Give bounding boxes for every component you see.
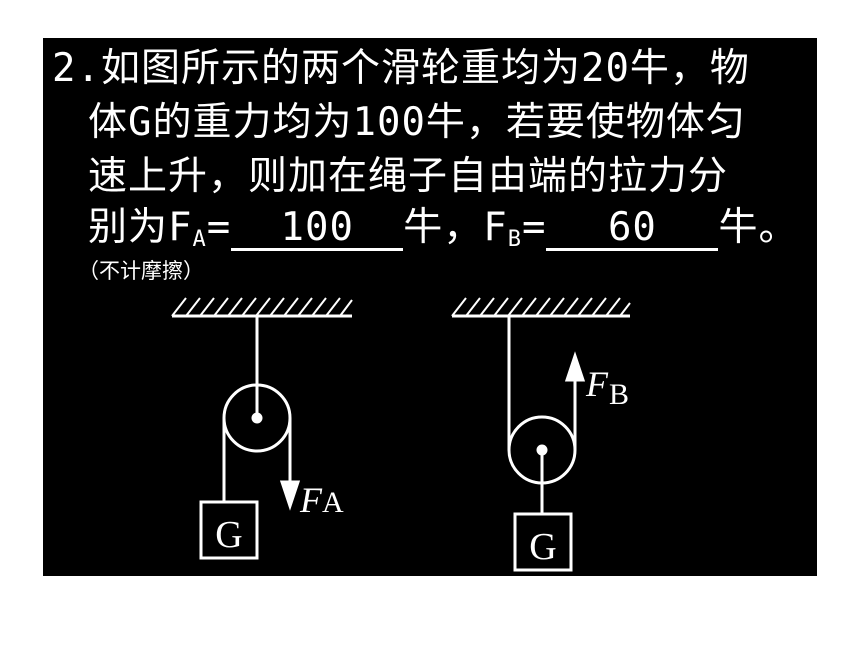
- answer-b-blank: 60: [546, 208, 719, 251]
- ceiling-a-hatching: [171, 297, 353, 317]
- friction-note: （不计摩擦）: [78, 259, 204, 283]
- fa-subscript: A: [192, 227, 207, 252]
- question-line-1: 2.如图所示的两个滑轮重均为20牛，物: [52, 46, 750, 91]
- figure-a-fixed-pulley: [171, 297, 353, 560]
- arrow-fb: [564, 351, 586, 382]
- question-line-2: 体G的重力均为100牛，若要使物体匀: [88, 100, 746, 145]
- arrow-fa: [279, 480, 301, 511]
- ceiling-b-hatching: [451, 297, 631, 317]
- fb-subscript: B: [507, 227, 522, 252]
- block-g-b: [513, 512, 573, 572]
- slide-panel: [43, 38, 817, 576]
- block-g-a: [199, 500, 259, 560]
- suffix: 牛。: [718, 205, 799, 250]
- equals-a: =: [206, 205, 232, 250]
- force-a-subscript: A: [322, 486, 344, 519]
- force-b-subscript: B: [609, 378, 629, 411]
- pulley-axle-a: [251, 412, 263, 424]
- block-g-b-label: G: [529, 526, 556, 568]
- force-a-symbol: F: [299, 480, 323, 520]
- mid-text: 牛，F: [403, 205, 508, 250]
- block-g-a-label: G: [215, 514, 242, 556]
- equals-b: =: [521, 205, 547, 250]
- answer-a-blank: 100: [231, 208, 404, 251]
- question-line-3: 速上升，则加在绳子自由端的拉力分: [88, 154, 729, 199]
- figure-b-movable-pulley: [451, 297, 631, 572]
- force-b-symbol: F: [585, 364, 609, 404]
- line4-prefix: 别为F: [88, 205, 193, 250]
